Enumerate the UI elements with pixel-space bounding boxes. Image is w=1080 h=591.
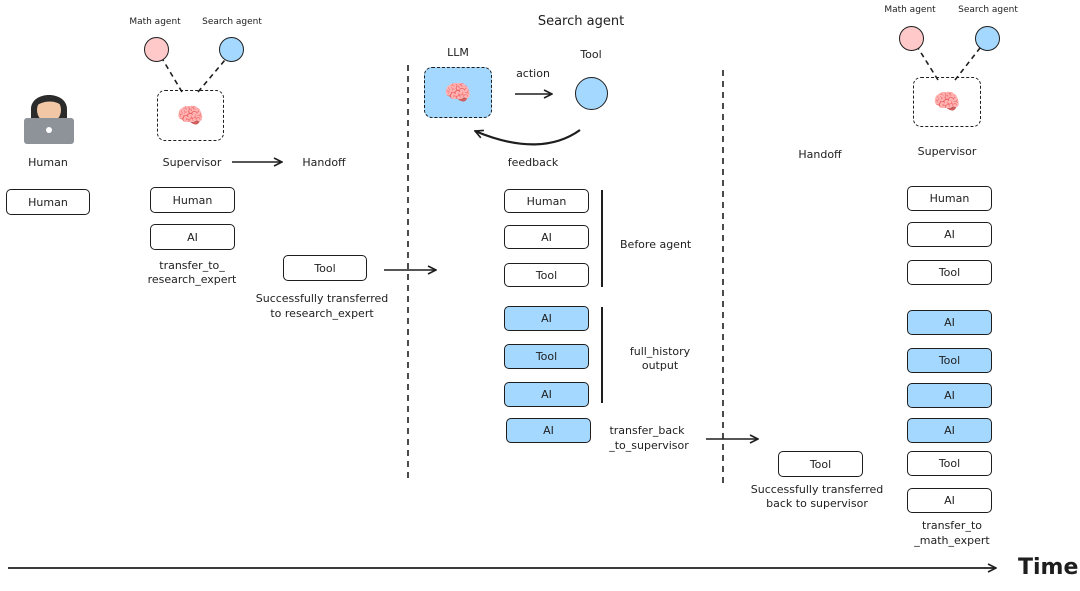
transfer-to-math-label-line2: _math_expert	[914, 534, 990, 547]
ai-message-box: AI	[506, 418, 591, 443]
supervisor-node: 🧠	[157, 90, 224, 141]
feedback-arrow	[475, 129, 581, 146]
supervisor-node: 🧠	[913, 77, 981, 127]
transfer-to-research-label-line1: transfer_to_	[159, 259, 225, 272]
supervisor-search-link	[197, 59, 226, 93]
math-agent-label: Math agent	[884, 5, 936, 15]
time-axis-label: Time	[1018, 555, 1079, 580]
ai-message-box: AI	[907, 488, 992, 513]
tool-message-box: Tool	[283, 255, 367, 281]
supervisor-label: Supervisor	[917, 145, 977, 158]
llm-label: LLM	[447, 46, 469, 59]
brain-icon: 🧠	[933, 89, 961, 114]
transfer-to-math-label-line1: transfer_to	[922, 519, 982, 532]
search-agent-label: Search agent	[202, 17, 262, 27]
llm-node: 🧠	[424, 67, 492, 118]
action-label: action	[516, 67, 550, 80]
math-agent-node	[144, 37, 169, 62]
success-transfer-label-line2: to research_expert	[270, 307, 374, 320]
before-agent-label: Before agent	[620, 238, 692, 251]
search-agent-node	[975, 26, 1000, 51]
ai-message-box: AI	[150, 224, 235, 250]
search-agent-title: Search agent	[537, 14, 625, 29]
tool-message-box: Tool	[778, 451, 863, 477]
human-message-box: Human	[504, 189, 589, 213]
ai-message-box: AI	[907, 310, 992, 335]
handoff-label: Handoff	[798, 148, 842, 161]
ai-message-box: AI	[907, 222, 992, 247]
tool-message-box: Tool	[907, 348, 992, 373]
supervisor2-math-link	[917, 47, 939, 81]
success-back-label-line1: Successfully transferred	[750, 483, 884, 496]
success-transfer-label-line1: Successfully transferred	[255, 292, 389, 305]
tool-node	[575, 77, 608, 110]
full-history-label-line2: output	[641, 359, 679, 372]
search-agent-node	[219, 37, 244, 62]
search-agent-label: Search agent	[958, 5, 1018, 15]
brain-icon: 🧠	[176, 102, 205, 128]
handoff-label: Handoff	[302, 156, 346, 169]
transfer-back-label-line2: _to_supervisor	[609, 439, 689, 452]
transfer-to-research-label-line2: research_expert	[147, 273, 237, 286]
supervisor-label: Supervisor	[162, 156, 222, 169]
human-message-box: Human	[6, 189, 90, 215]
tool-message-box: Tool	[907, 451, 992, 476]
tool-node-label: Tool	[580, 48, 602, 61]
tool-message-box: Tool	[504, 263, 589, 287]
tool-message-box: Tool	[504, 344, 589, 369]
math-agent-node	[899, 26, 924, 51]
supervisor2-search-link	[954, 47, 981, 81]
person-with-laptop-icon	[24, 95, 74, 144]
ai-message-box: AI	[504, 225, 589, 249]
supervisor-math-link	[162, 59, 183, 93]
ai-message-box: AI	[504, 306, 589, 331]
ai-message-box: AI	[504, 382, 589, 407]
ai-message-box: AI	[907, 418, 992, 443]
human-avatar	[22, 84, 76, 150]
full-history-label-line1: full_history	[629, 345, 691, 358]
brain-icon: 🧠	[444, 79, 472, 105]
success-back-label-line2: back to supervisor	[766, 497, 868, 510]
transfer-back-label-line1: transfer_back	[609, 424, 685, 437]
math-agent-label: Math agent	[129, 17, 181, 27]
human-label: Human	[28, 156, 68, 169]
human-message-box: Human	[907, 186, 992, 211]
human-message-box: Human	[150, 187, 235, 213]
feedback-label: feedback	[507, 156, 559, 169]
tool-message-box: Tool	[907, 260, 992, 285]
ai-message-box: AI	[907, 383, 992, 408]
